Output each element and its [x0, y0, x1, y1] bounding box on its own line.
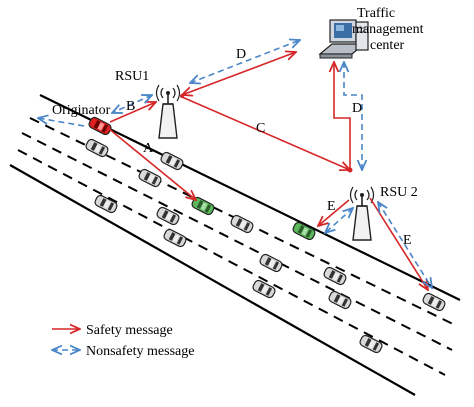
- rsu2-tower: [349, 186, 375, 241]
- lane-divider-1: [29, 117, 456, 326]
- link-e-right-label: E: [403, 233, 412, 248]
- vehicle: [159, 150, 185, 172]
- rsu2-label: RSU 2: [380, 185, 418, 200]
- legend-nonsafety-label: Nonsafety message: [86, 344, 194, 359]
- tmc-label-line2: management: [352, 22, 424, 37]
- vehicle: [421, 291, 447, 313]
- computer-icon: [318, 19, 369, 59]
- safety-links: [107, 52, 428, 290]
- link-b-nonsafety: [112, 95, 152, 113]
- vehicle: [84, 137, 110, 159]
- vehicle: [258, 252, 284, 274]
- link-e-right-safety: [369, 197, 428, 290]
- lane-divider-2: [21, 132, 453, 351]
- link-e-left-nonsafety: [325, 208, 353, 233]
- vehicle: [137, 167, 163, 189]
- link-a-safety: [107, 127, 196, 200]
- vehicle: [155, 205, 181, 227]
- originator-label: Originator: [52, 103, 111, 118]
- link-originator-rear-nonsafety: [38, 118, 85, 127]
- tmc-label-line1: Traffic: [357, 6, 395, 21]
- rsu1-tower: [155, 84, 181, 139]
- vehicle: [162, 227, 188, 249]
- link-c-safety: [181, 96, 350, 170]
- tmc-label-line3: center: [370, 38, 405, 53]
- road-edge-bottom: [9, 164, 416, 396]
- nonsafety-links: [38, 40, 432, 288]
- legend-safety-label: Safety message: [86, 323, 173, 338]
- link-a-label: A: [143, 141, 154, 156]
- link-e-left-label: E: [327, 199, 336, 214]
- vehicles: [84, 115, 447, 355]
- link-d-safety: [334, 62, 351, 170]
- vehicle: [322, 265, 348, 287]
- vehicle: [251, 278, 277, 300]
- link-d-top-label: D: [236, 47, 246, 62]
- link-d-right-label: D: [352, 101, 362, 116]
- legend: Safety message Nonsafety message: [52, 323, 194, 359]
- link-e-right-nonsafety: [378, 202, 432, 288]
- link-b-label: B: [126, 99, 135, 114]
- vehicle: [327, 289, 353, 311]
- link-c-label: C: [256, 121, 265, 136]
- rsu1-label: RSU1: [115, 69, 149, 84]
- originator-vehicle: [87, 115, 113, 137]
- vehicle: [93, 193, 119, 215]
- lane-divider-3: [17, 149, 446, 376]
- vehicle: [229, 213, 255, 235]
- link-d-nonsafety: [344, 62, 362, 170]
